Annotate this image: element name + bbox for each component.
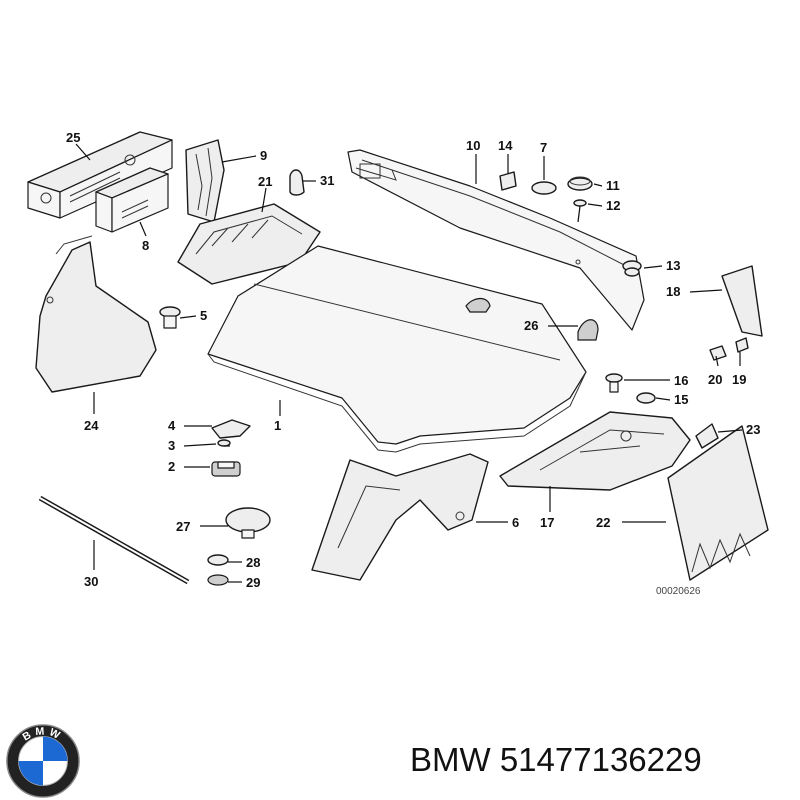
part-28-washer [207,554,229,566]
part-16-screw [605,373,623,393]
part-21-tray [177,203,321,285]
part-30-rod [38,495,190,585]
callout-30: 30 [84,574,98,589]
callout-10: 10 [466,138,480,153]
callout-9: 9 [260,148,267,163]
brand-part-number: BMW 51477136229 [410,740,702,780]
part-31-clip [289,169,305,196]
callout-22: 22 [596,515,610,530]
callout-15: 15 [674,392,688,407]
part-25-box [27,131,173,219]
callout-labels: 25 8 9 31 21 10 14 7 11 12 13 18 26 20 1… [66,130,760,590]
callout-2: 2 [168,459,175,474]
callout-1: 1 [274,418,281,433]
callout-17: 17 [540,515,554,530]
callout-25: 25 [66,130,80,145]
callout-23: 23 [746,422,760,437]
callout-8: 8 [142,238,149,253]
callout-3: 3 [168,438,175,453]
callout-16: 16 [674,373,688,388]
callout-21: 21 [258,174,272,189]
part-12-screw [573,199,587,223]
part-1-floor-panel [207,245,587,453]
part-2-grommet [211,461,241,477]
callout-leaders [75,143,743,583]
brand-name: BMW [410,741,491,778]
bmw-logo-icon: BMW [6,724,80,798]
callout-14: 14 [498,138,513,153]
part-7-cap [531,181,557,195]
callout-6: 6 [512,515,519,530]
part-18-side-trim [721,265,763,337]
callout-7: 7 [540,140,547,155]
part-10-trim-panel [347,149,645,331]
part-9-bracket [185,139,225,223]
callout-4: 4 [168,418,176,433]
part-6-side-trim [311,453,489,581]
part-20-clip [709,345,727,361]
part-5-clip [159,306,181,329]
callout-11: 11 [606,178,620,193]
callout-26: 26 [524,318,538,333]
part-22-side-panel [667,425,769,581]
part-17-floor-tray [499,411,691,491]
callout-19: 19 [732,372,746,387]
part-number: 51477136229 [499,741,702,778]
part-26-bracket [577,319,599,341]
part-13-grommet [622,260,642,277]
part-24-side-panel [35,235,157,393]
part-14-clip [499,171,517,191]
callout-5: 5 [200,308,207,323]
callout-27: 27 [176,519,190,534]
diagram-code: 00020626 [656,586,701,597]
part-23-flap [695,423,719,449]
part-19-clip [735,337,749,353]
callout-20: 20 [708,372,722,387]
callout-18: 18 [666,284,680,299]
callout-29: 29 [246,575,260,590]
part-27-cap [225,507,271,539]
callout-28: 28 [246,555,260,570]
part-29-nut [207,574,229,586]
callout-24: 24 [84,418,99,433]
callout-13: 13 [666,258,680,273]
part-4-seal [211,419,251,439]
callout-12: 12 [606,198,620,213]
callout-31: 31 [320,173,334,188]
part-8-box [95,167,169,233]
part-3-screw [217,439,231,447]
part-15-nut [636,392,656,404]
part-11-cap [567,176,593,191]
